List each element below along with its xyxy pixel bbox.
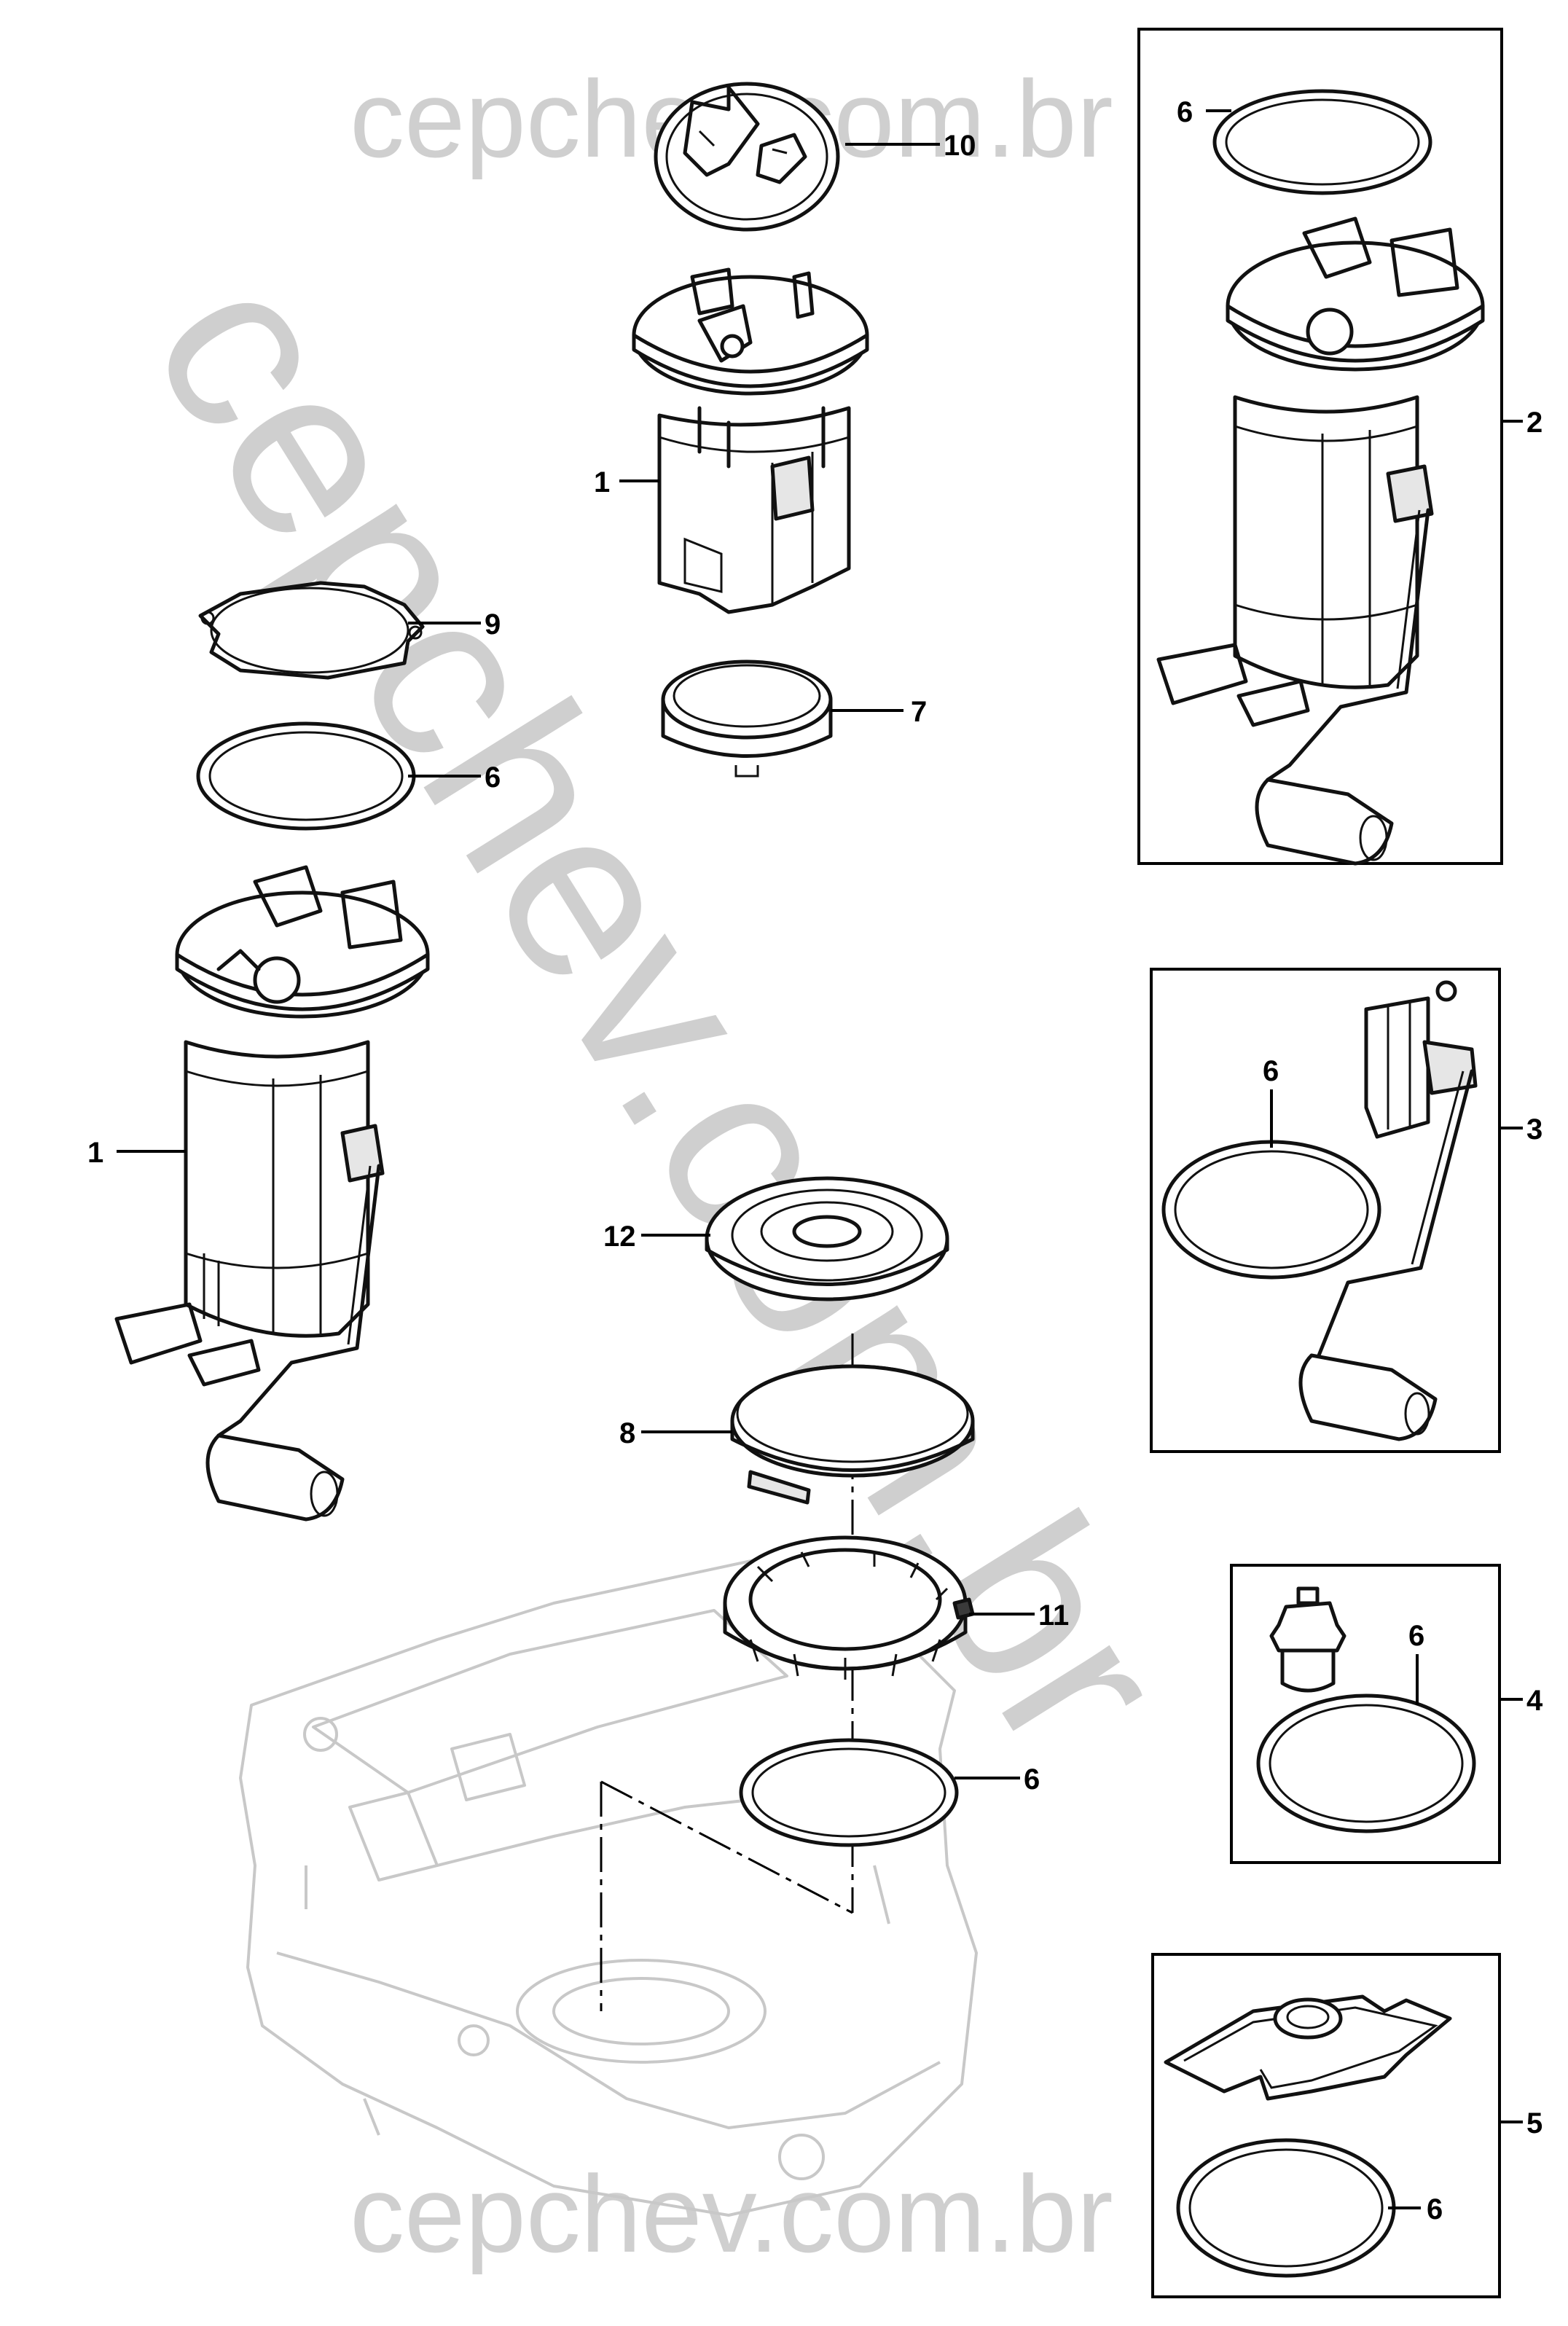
box-3	[1150, 968, 1501, 1453]
leader-lines	[117, 109, 1523, 2209]
axis-connector-line	[600, 1780, 853, 1914]
callout-labels: 10 1 9 6 7 1 12 8 11 6 6 2 6 3 6 4 6 5	[87, 96, 1543, 2225]
callout-8: 8	[619, 1417, 635, 1449]
box-3-contents	[1161, 980, 1478, 1441]
part-12-disc	[705, 1176, 949, 1301]
callout-3: 3	[1526, 1113, 1542, 1146]
part-1-pump-top	[632, 267, 869, 614]
part-6-seal-left	[196, 721, 416, 831]
part-1-pump-left	[114, 865, 430, 1522]
part-9-plate	[198, 581, 425, 680]
callout-6-center: 6	[1024, 1763, 1040, 1796]
box-5-contents	[1164, 1994, 1452, 2278]
callout-1-top: 1	[594, 466, 610, 498]
part-6-seal-center	[739, 1738, 959, 1847]
callout-12: 12	[603, 1221, 636, 1253]
box-2	[1137, 28, 1503, 865]
callout-6-box3: 6	[1263, 1055, 1279, 1087]
callout-9: 9	[485, 608, 501, 641]
callout-6-box2: 6	[1177, 96, 1193, 128]
part-10-cover	[654, 82, 840, 232]
callout-11: 11	[1038, 1599, 1069, 1632]
callout-2: 2	[1526, 407, 1542, 439]
part-7-ring	[661, 659, 833, 778]
callout-7: 7	[911, 696, 927, 728]
callout-6-left: 6	[485, 761, 501, 794]
callout-1-left: 1	[87, 1137, 103, 1169]
part-8-band	[730, 1364, 975, 1505]
callout-6-box5: 6	[1427, 2193, 1443, 2225]
box-4-contents	[1256, 1586, 1476, 1833]
part-11-lockring	[723, 1535, 975, 1680]
box-5	[1151, 1953, 1501, 2298]
callout-4: 4	[1526, 1685, 1543, 1717]
callout-6-box4: 6	[1408, 1620, 1424, 1652]
box-4	[1230, 1564, 1501, 1864]
box-2-contents	[1156, 89, 1485, 866]
callout-10: 10	[944, 130, 976, 162]
callout-5: 5	[1526, 2107, 1542, 2139]
